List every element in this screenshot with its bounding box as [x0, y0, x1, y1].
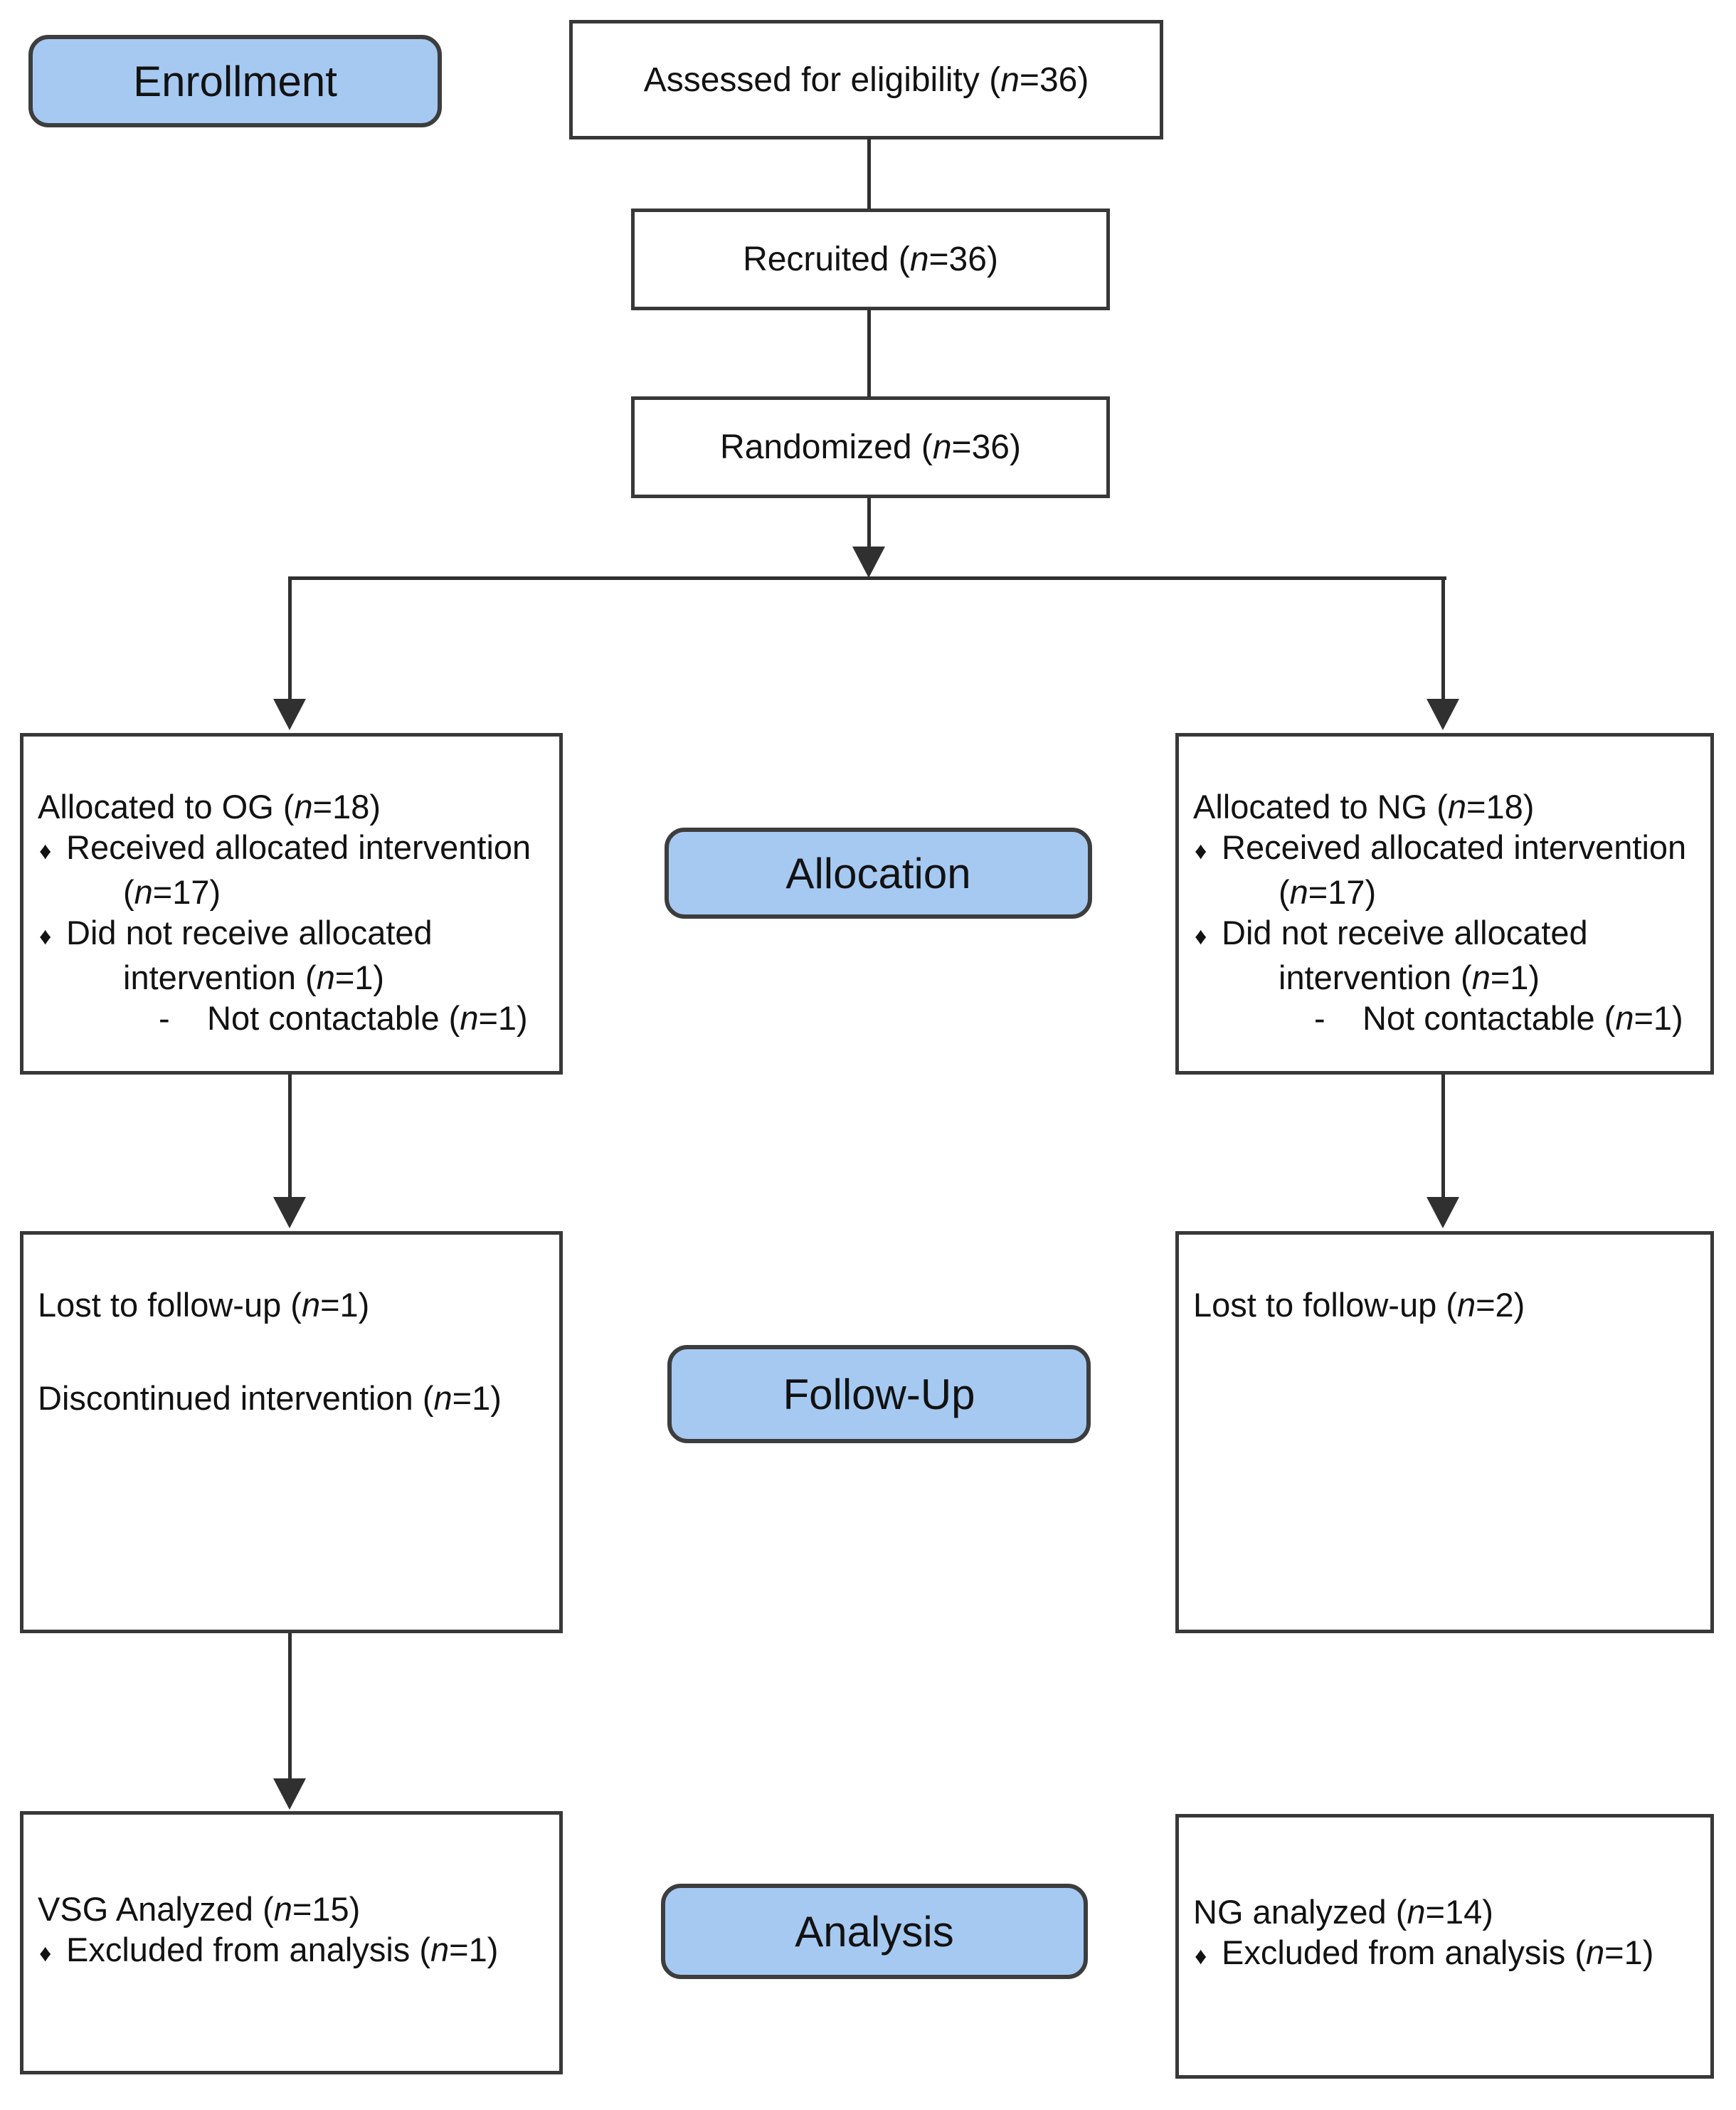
- followup-ng-box: Lost to follow-up (n=2): [1175, 1231, 1714, 1633]
- allocation-ng-line: ♦ Did not receive allocated: [1193, 912, 1690, 957]
- connector-branch-ng-allocation: [1441, 578, 1445, 700]
- branch-horizontal-line: [288, 576, 1446, 580]
- analysis-og-line-text: VSG Analyzed (n=15): [38, 1890, 361, 1928]
- stage-label-follow-up-text: Follow-Up: [783, 1370, 975, 1418]
- allocation-og-line: Allocated to OG (n=18): [38, 786, 539, 827]
- analysis-ng-line: NG analyzed (n=14): [1193, 1892, 1690, 1932]
- arrowhead-down-og-allocation-icon: [273, 699, 306, 730]
- bullet-icon: ♦: [39, 1940, 52, 1967]
- arrowhead-down-ng-followup-icon: [1427, 1197, 1459, 1228]
- allocation-og-line-text: (n=17): [123, 873, 221, 911]
- arrowhead-down-og-analysis-icon: [273, 1778, 306, 1810]
- followup-og-line: Discontinued intervention (n=1): [38, 1378, 539, 1418]
- allocation-og-line-text: Received allocated intervention: [66, 828, 531, 866]
- followup-ng-line: Lost to follow-up (n=2): [1193, 1285, 1690, 1325]
- bullet-icon: ♦: [1195, 838, 1207, 865]
- analysis-ng-box: NG analyzed (n=14) ♦ Excluded from analy…: [1175, 1814, 1714, 2079]
- connector-recruited-randomized: [867, 309, 871, 397]
- followup-og-line-text: Lost to follow-up (n=1): [38, 1286, 370, 1324]
- allocation-og-line: intervention (n=1): [38, 957, 539, 998]
- analysis-og-box: VSG Analyzed (n=15) ♦ Excluded from anal…: [20, 1811, 563, 2074]
- allocation-ng-box: Allocated to NG (n=18) ♦ Received alloca…: [1175, 733, 1714, 1075]
- allocation-ng-line: intervention (n=1): [1193, 957, 1690, 998]
- bullet-icon: ♦: [1195, 1943, 1207, 1970]
- allocation-og-box: Allocated to OG (n=18) ♦ Received alloca…: [20, 733, 563, 1075]
- arrowhead-down-ng-allocation-icon: [1427, 699, 1459, 730]
- stage-label-allocation-text: Allocation: [785, 849, 971, 897]
- bullet-icon: ♦: [1195, 923, 1207, 950]
- randomized-box: Randomized (n=36): [631, 396, 1110, 498]
- analysis-ng-line-text: NG analyzed (n=14): [1193, 1893, 1493, 1931]
- stage-label-enrollment-text: Enrollment: [133, 57, 337, 105]
- allocation-ng-line-text: intervention (n=1): [1279, 959, 1540, 996]
- allocation-ng-line: (n=17): [1193, 872, 1690, 912]
- allocation-og-line-text: Allocated to OG (n=18): [38, 788, 381, 825]
- arrowhead-down-branch-icon: [852, 547, 885, 578]
- allocation-ng-line-text: Received allocated intervention: [1222, 828, 1687, 866]
- recruited-text: Recruited (n=36): [743, 241, 998, 278]
- allocation-og-line: (n=17): [38, 872, 539, 912]
- allocation-og-line: - Not contactable (n=1): [38, 998, 539, 1038]
- assessed-for-eligibility-text: Assessed for eligibility (n=36): [643, 60, 1089, 99]
- stage-label-follow-up: Follow-Up: [667, 1345, 1091, 1443]
- analysis-ng-line: ♦ Excluded from analysis (n=1): [1193, 1932, 1690, 1977]
- allocation-og-line-text: intervention (n=1): [123, 959, 385, 996]
- stage-label-allocation: Allocation: [665, 828, 1092, 919]
- stage-label-enrollment: Enrollment: [28, 35, 442, 127]
- bullet-icon: ♦: [39, 838, 52, 865]
- allocation-ng-line: Allocated to NG (n=18): [1193, 786, 1690, 827]
- randomized-text: Randomized (n=36): [720, 428, 1021, 466]
- connector-branch-og-allocation: [288, 578, 292, 700]
- allocation-ng-line-text: Did not receive allocated: [1222, 914, 1588, 951]
- connector-ng-allocation-followup: [1441, 1075, 1445, 1197]
- allocation-og-line: ♦ Received allocated intervention: [38, 827, 539, 872]
- allocation-ng-line-text: Not contactable (n=1): [1362, 999, 1683, 1037]
- assessed-for-eligibility-box: Assessed for eligibility (n=36): [569, 20, 1163, 139]
- analysis-og-line: VSG Analyzed (n=15): [38, 1889, 539, 1929]
- connector-og-followup-analysis: [288, 1633, 292, 1778]
- bullet-icon: -: [159, 999, 170, 1037]
- allocation-og-line-text: Did not receive allocated: [66, 914, 433, 951]
- analysis-og-line: ♦ Excluded from analysis (n=1): [38, 1929, 539, 1974]
- connector-assessed-recruited: [867, 138, 871, 209]
- allocation-ng-line: ♦ Received allocated intervention: [1193, 827, 1690, 872]
- connector-og-allocation-followup: [288, 1075, 292, 1197]
- recruited-box: Recruited (n=36): [631, 209, 1110, 310]
- followup-og-line: Lost to follow-up (n=1): [38, 1285, 539, 1325]
- analysis-ng-line-text: Excluded from analysis (n=1): [1222, 1934, 1654, 1971]
- allocation-og-line: ♦ Did not receive allocated: [38, 912, 539, 957]
- followup-og-line-text: Discontinued intervention (n=1): [38, 1379, 502, 1417]
- allocation-ng-line: - Not contactable (n=1): [1193, 998, 1690, 1038]
- analysis-og-line-text: Excluded from analysis (n=1): [66, 1931, 499, 1968]
- bullet-icon: -: [1314, 999, 1325, 1037]
- allocation-og-line-text: Not contactable (n=1): [207, 999, 528, 1037]
- connector-randomized-branch: [867, 497, 871, 548]
- stage-label-analysis: Analysis: [661, 1884, 1088, 1979]
- stage-label-analysis-text: Analysis: [795, 1907, 954, 1956]
- allocation-ng-line-text: (n=17): [1279, 873, 1377, 911]
- bullet-icon: ♦: [39, 923, 52, 950]
- followup-ng-line-text: Lost to follow-up (n=2): [1193, 1286, 1525, 1324]
- allocation-ng-line-text: Allocated to NG (n=18): [1193, 788, 1535, 825]
- arrowhead-down-og-followup-icon: [273, 1197, 306, 1228]
- followup-og-box: Lost to follow-up (n=1) Discontinued int…: [20, 1231, 563, 1633]
